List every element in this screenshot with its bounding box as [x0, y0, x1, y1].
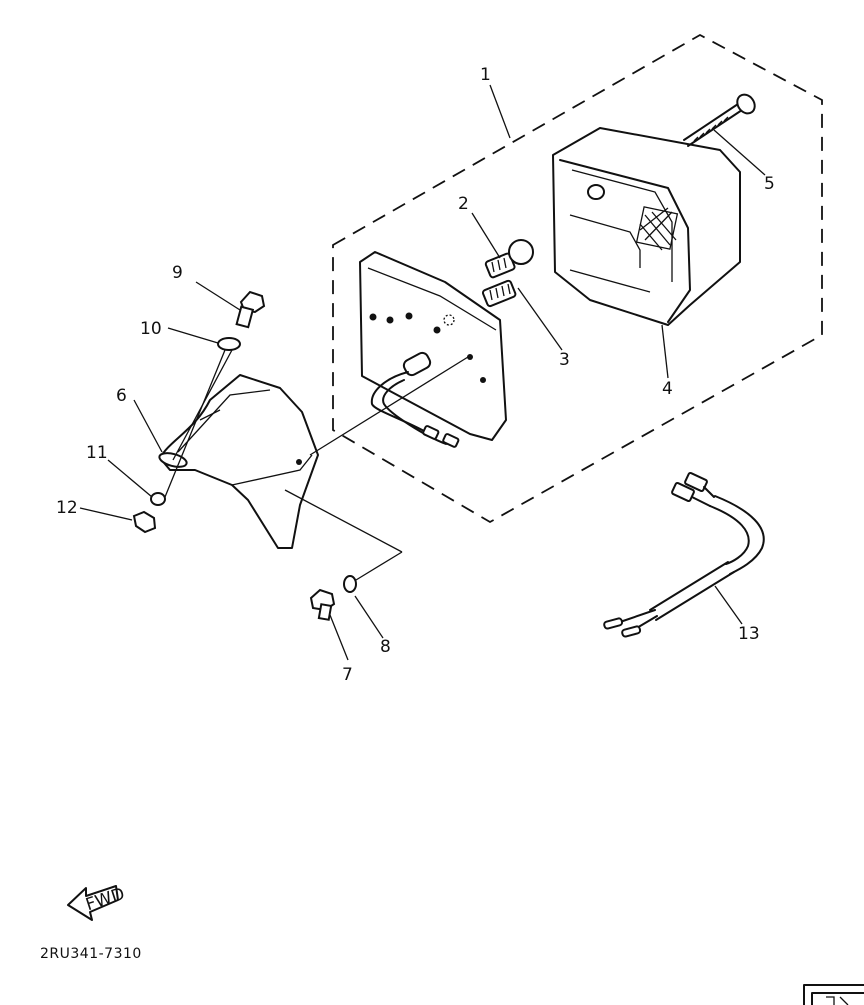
- assembly-boundary: [332, 33, 823, 524]
- bulb-3: [482, 279, 517, 308]
- callout-10: 10: [140, 319, 162, 339]
- washer-11: [150, 492, 166, 506]
- callout-3: 3: [559, 350, 570, 370]
- bracket: [158, 374, 319, 549]
- washer-8: [343, 575, 357, 593]
- callout-11: 11: [86, 443, 108, 463]
- lamp-base: [359, 251, 507, 448]
- bolt-7: [309, 588, 336, 621]
- taillight-lens: [552, 127, 741, 326]
- callout-13: 13: [738, 624, 760, 644]
- fwd-arrow-icon: FWD: [67, 884, 127, 921]
- callout-4: 4: [662, 379, 673, 399]
- screw: [683, 93, 756, 147]
- callout-12: 12: [56, 498, 78, 518]
- nut-12: [132, 510, 157, 534]
- corner-fragment: [803, 984, 864, 1005]
- callout-7: 7: [342, 665, 353, 685]
- part-code: 2RU341-7310: [40, 946, 142, 962]
- wire-harness: [603, 471, 765, 638]
- callout-2: 2: [458, 194, 469, 214]
- svg-text:FWD: FWD: [83, 884, 127, 915]
- callout-8: 8: [380, 637, 391, 657]
- callout-1: 1: [480, 65, 491, 85]
- washer-10: [217, 337, 241, 351]
- bulb-2: [484, 239, 534, 279]
- callout-9: 9: [172, 263, 183, 283]
- leader-lines: [79, 84, 766, 661]
- callout-6: 6: [116, 386, 127, 406]
- bolt-9: [235, 290, 266, 329]
- callout-5: 5: [764, 174, 775, 194]
